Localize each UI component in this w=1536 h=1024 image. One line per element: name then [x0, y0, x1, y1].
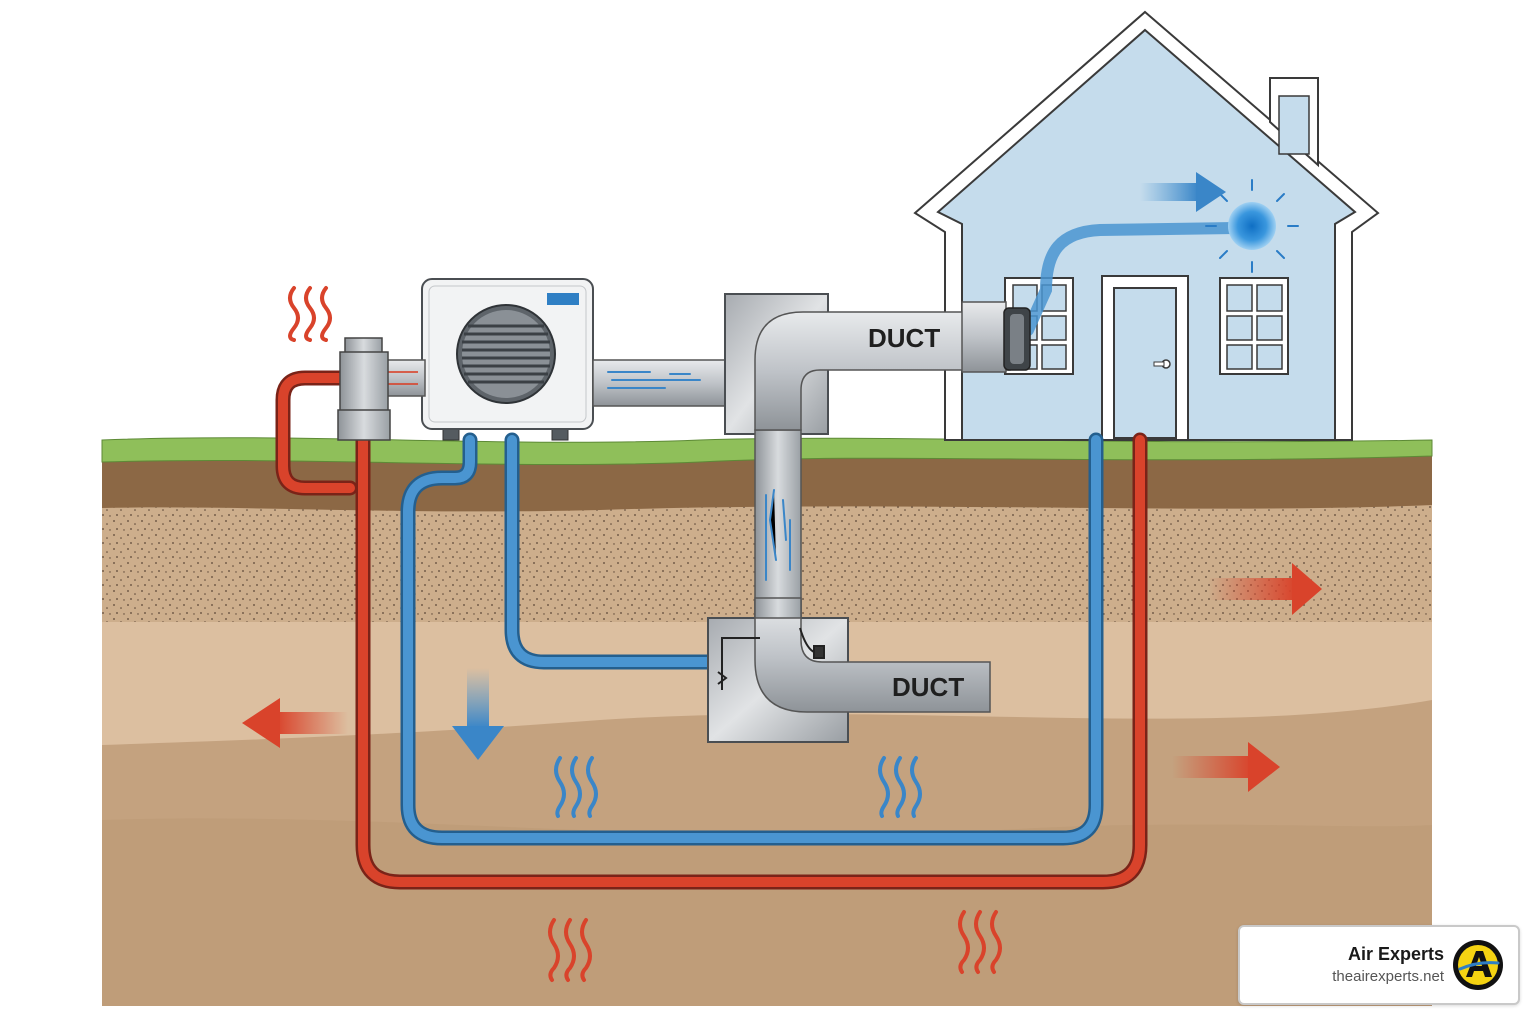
lower-strata [102, 818, 1432, 1006]
flow-arrow-icon-down [452, 668, 504, 760]
window-right [1219, 277, 1289, 375]
pipe-connector [337, 337, 426, 441]
flow-arrow-icon-left [242, 698, 348, 748]
connector-cylinder [339, 351, 389, 413]
brand-name: Air Experts [1347, 944, 1444, 964]
house [913, 10, 1380, 441]
duct-vertical [754, 429, 802, 631]
wavy-heat-lines-icon-bottom-right [958, 910, 1002, 974]
duct-elbow-lower [754, 599, 991, 713]
duct-wall-flange [961, 301, 1007, 373]
brand-card[interactable]: Air Experts theairexperts.net [1238, 925, 1520, 1005]
flow-arrow-icon-right-upper [1208, 563, 1322, 615]
supply-duct: DUCT [592, 293, 1031, 631]
indoor-air-flow [1022, 222, 1241, 336]
door-handle-icon [1153, 359, 1171, 369]
wavy-heat-lines-icon-top [288, 286, 332, 342]
unit-display-panel [547, 293, 579, 305]
duct-label-upper: DUCT [868, 323, 940, 353]
wavy-cold-lines-icon-right [878, 756, 922, 818]
wavy-cold-lines-icon-left [554, 756, 598, 818]
duct-section-unit [592, 359, 734, 407]
underground-tank: DUCT [707, 597, 991, 743]
heat-pump-unit [421, 278, 594, 441]
fan-grille-icon [456, 304, 556, 404]
valve-icon [717, 627, 825, 690]
brand-url[interactable]: theairexperts.net [1332, 968, 1444, 985]
brand-text: Air Experts theairexperts.net [1332, 943, 1444, 987]
air-experts-logo-icon [1453, 940, 1503, 990]
wavy-heat-lines-icon-bottom-left [548, 918, 592, 982]
duct-label-lower: DUCT [892, 672, 964, 702]
flow-arrow-icon-house [1140, 172, 1226, 212]
ground-loop [275, 370, 1188, 890]
flow-arrow-icon-right-lower [1172, 742, 1280, 792]
chimney-inner [1278, 95, 1310, 155]
